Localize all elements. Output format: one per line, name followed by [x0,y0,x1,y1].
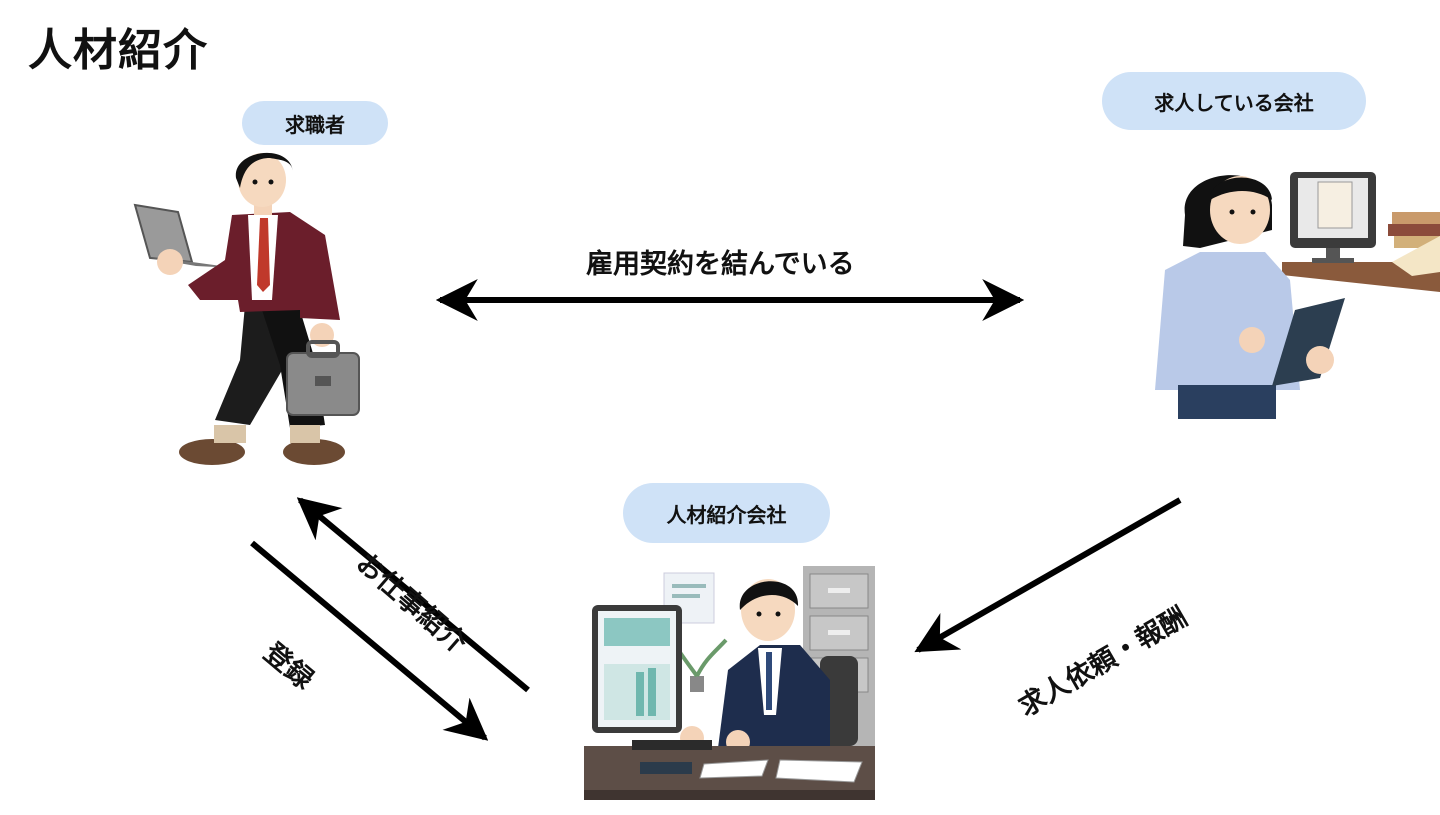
company-illustration [1155,172,1440,419]
job-seeker-illustration [133,152,360,465]
page-title: 人材紹介 [28,25,208,76]
label-contract: 雇用契約を結んでいる [586,249,855,280]
register-arrow [250,540,489,741]
agency-illustration [584,566,875,800]
node-recruitment-agency: 人材紹介会社 [623,483,830,543]
node-job-seeker: 求職者 [242,101,388,145]
job-intro-arrow [296,497,530,693]
request-arrow [914,497,1182,653]
node-hiring-company: 求人している会社 [1102,72,1366,130]
